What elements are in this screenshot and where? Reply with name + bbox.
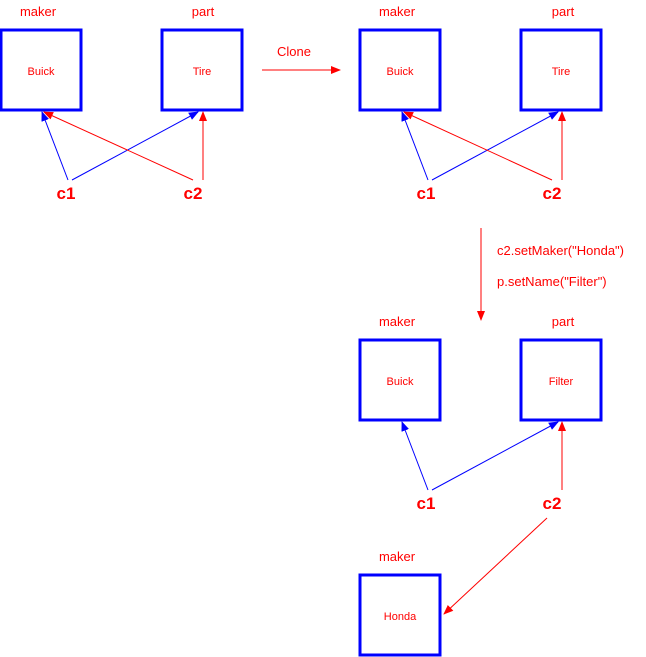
part-box [160, 28, 244, 112]
c2-label: c2 [184, 184, 203, 203]
c2-to-honda-arrow [443, 517, 548, 615]
new-maker-value: Honda [384, 611, 417, 623]
part-box [519, 28, 603, 112]
c1-label: c1 [417, 494, 436, 513]
part-value: Filter [549, 376, 574, 388]
c1-to-maker-arrow [41, 111, 69, 181]
new-maker-box [358, 573, 442, 657]
new-maker-label: maker [379, 549, 416, 564]
c1-to-part-arrow [431, 111, 559, 181]
c1-to-maker-arrow [401, 421, 429, 491]
part-value: Tire [193, 66, 212, 78]
set-maker-call: c2.setMaker("Honda") [497, 243, 624, 258]
c2-label: c2 [543, 184, 562, 203]
c2-to-maker-arrow [43, 111, 194, 181]
maker-box [358, 338, 442, 422]
maker-label: maker [20, 4, 57, 19]
state-original: maker part Buick Tire c1 c2 [0, 4, 244, 203]
maker-value: Buick [387, 376, 414, 388]
maker-box [358, 28, 442, 112]
state-mutated: maker part Buick Filter c1 c2 maker Hond… [358, 314, 603, 657]
maker-value: Buick [387, 66, 414, 78]
c1-label: c1 [57, 184, 76, 203]
state-cloned: maker part Buick Tire c1 c2 [358, 4, 603, 203]
maker-value: Buick [28, 66, 55, 78]
c1-to-part-arrow [71, 111, 199, 181]
c1-to-part-arrow [431, 421, 559, 491]
part-label: part [192, 4, 215, 19]
part-value: Tire [552, 66, 571, 78]
maker-label: maker [379, 4, 416, 19]
maker-box [0, 28, 83, 112]
part-label: part [552, 4, 575, 19]
c1-label: c1 [417, 184, 436, 203]
part-box [519, 338, 603, 422]
set-name-call: p.setName("Filter") [497, 274, 607, 289]
c2-to-maker-arrow [403, 111, 553, 181]
part-label: part [552, 314, 575, 329]
c2-label: c2 [543, 494, 562, 513]
maker-label: maker [379, 314, 416, 329]
c1-to-maker-arrow [401, 111, 429, 181]
clone-label: Clone [277, 44, 311, 59]
